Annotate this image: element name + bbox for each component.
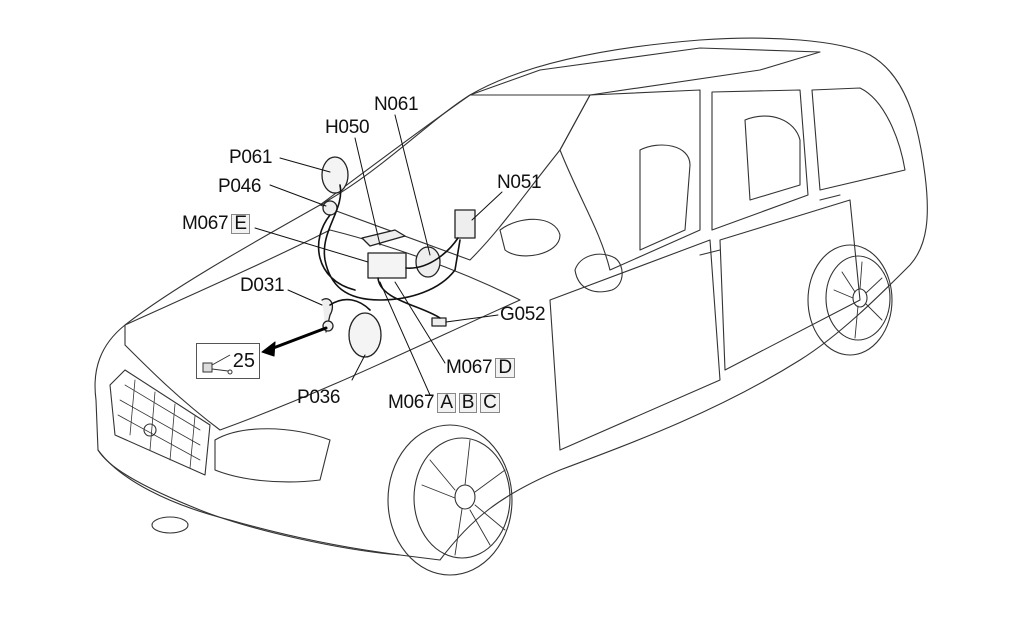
label-g052: G052 [500, 304, 546, 325]
label-p046: P046 [218, 176, 262, 197]
grille [109, 369, 211, 476]
label-h050: H050 [325, 117, 370, 138]
components [317, 156, 476, 358]
steering-wheel [499, 218, 561, 257]
rear-quarter-window [811, 87, 906, 191]
rear-seat [744, 115, 801, 201]
n051-unit [454, 209, 476, 239]
box-e: E [231, 214, 250, 234]
label-n061: N061 [374, 94, 419, 115]
front-wheel [387, 424, 513, 576]
wiring-harness [317, 184, 461, 319]
label-m067-abc-text: M067 [388, 392, 435, 413]
label-m067-e-text: M067 [182, 213, 229, 234]
rear-door-window [711, 89, 809, 231]
box-b: B [458, 393, 478, 413]
g052-ground [431, 317, 447, 327]
connector-icon [202, 354, 233, 375]
reference-arrow [266, 326, 328, 352]
windshield [319, 94, 591, 261]
box-c: C [480, 393, 500, 413]
n061-unit [415, 246, 441, 278]
side-mirror [574, 253, 623, 293]
p036-speaker [348, 312, 382, 358]
hood [124, 229, 521, 431]
h050-display [361, 229, 406, 247]
label-d031: D031 [240, 275, 285, 296]
front-door [549, 239, 721, 451]
label-n051: N051 [497, 172, 542, 193]
box-a: A [437, 393, 456, 413]
reference-box[interactable]: 25 [196, 343, 260, 379]
front-bumper [97, 449, 401, 556]
reference-number: 25 [232, 350, 255, 372]
rear-door [719, 199, 861, 371]
label-p036: P036 [297, 387, 341, 408]
front-door-window [559, 89, 701, 271]
m067-control-unit [367, 252, 407, 279]
leader-lines [254, 114, 503, 396]
box-d: D [495, 358, 515, 378]
label-p061: P061 [229, 147, 273, 168]
label-m067-d-text: M067 [446, 357, 493, 378]
p061-speaker [321, 156, 349, 194]
front-seat [639, 144, 691, 251]
headlight [214, 428, 331, 483]
rear-wheel [807, 244, 893, 356]
arrowhead [261, 341, 276, 357]
